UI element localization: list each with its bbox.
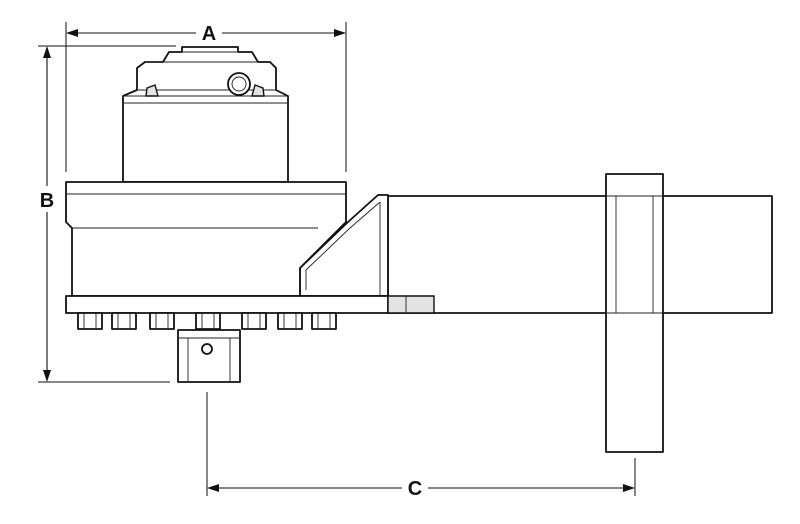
upper-housing	[122, 46, 289, 183]
bolt-head	[241, 312, 267, 330]
square-drive	[177, 329, 241, 383]
bolt-head-detail	[155, 313, 169, 329]
dimension-c: C	[206, 392, 636, 500]
bolt-row	[77, 312, 337, 330]
cap-plug	[227, 72, 251, 96]
bolt-head	[149, 312, 175, 330]
dimension-b: B	[38, 45, 176, 383]
reaction-foot	[605, 173, 664, 453]
reaction-arm	[387, 195, 773, 314]
bolt-head	[311, 312, 337, 330]
bolt-head-detail	[83, 313, 97, 329]
dimension-b-label: B	[40, 190, 54, 212]
bolt-head-detail	[317, 313, 331, 329]
bolt-head	[277, 312, 303, 330]
bolt-head-detail	[117, 313, 131, 329]
dimension-a: A	[65, 22, 347, 172]
bolt-head	[77, 312, 103, 330]
bolt-head-detail	[247, 313, 261, 329]
dimension-c-label: C	[408, 478, 422, 500]
bolt-head	[111, 312, 137, 330]
dimension-a-label: A	[202, 23, 216, 45]
bolt-head	[195, 312, 221, 330]
bolt-head-detail	[283, 313, 297, 329]
bolt-head-detail	[201, 313, 215, 329]
base-plate	[65, 295, 435, 314]
